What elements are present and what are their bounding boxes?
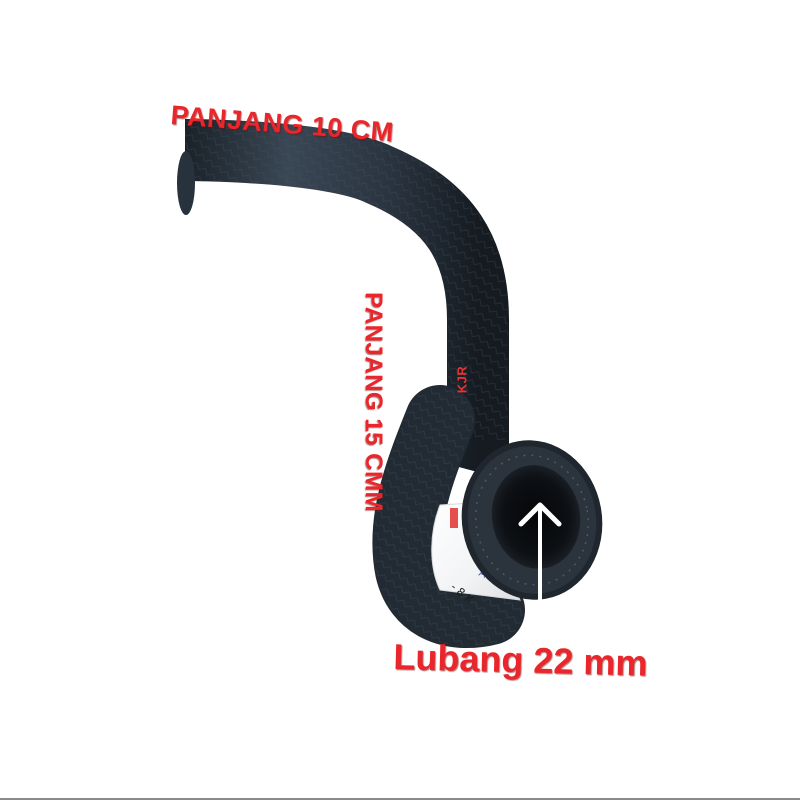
arrow-up-icon xyxy=(518,502,562,602)
watermark-text: KJR xyxy=(454,365,470,394)
bottom-divider xyxy=(0,798,800,800)
hole-diameter-annotation: Lubang 22 mm xyxy=(392,636,648,684)
length-annotation-vertical: PANJANG 15 CMM xyxy=(360,292,387,512)
